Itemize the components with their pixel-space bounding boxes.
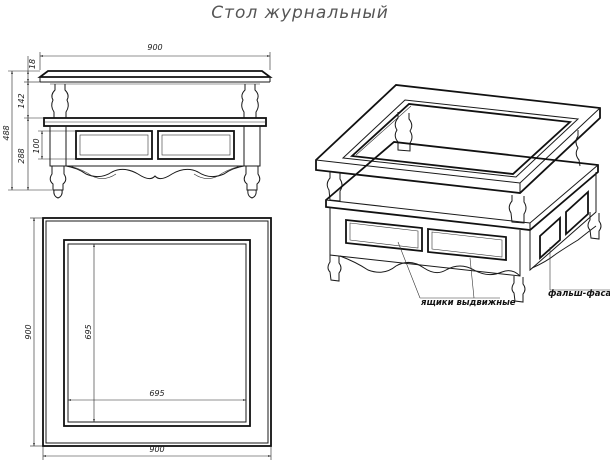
upper-leg-right bbox=[241, 84, 259, 119]
front-drawer-right bbox=[157, 130, 235, 160]
label-false-fronts: фальш-фасады bbox=[548, 289, 610, 299]
dim-glass-width: 695 bbox=[149, 389, 164, 398]
dim-glass-height: 695 bbox=[84, 324, 93, 339]
iso-drawer-right bbox=[427, 228, 507, 261]
dim-plan-height: 900 bbox=[24, 324, 33, 339]
dim-top-thickness: 18 bbox=[28, 59, 37, 69]
upper-leg-left bbox=[51, 84, 69, 119]
front-elevation: 900 488 18 142 288 100 bbox=[2, 43, 273, 199]
front-drawer-left bbox=[75, 130, 153, 160]
dim-drawer-height: 100 bbox=[32, 138, 41, 153]
drawing-title: Стол журнальный bbox=[211, 3, 389, 23]
dim-upper-gap: 142 bbox=[17, 93, 26, 108]
dim-lower-height: 288 bbox=[17, 148, 26, 163]
iso-false-front-1 bbox=[539, 215, 561, 261]
dim-top-width: 900 bbox=[147, 43, 162, 52]
plan-view: 900 900 695 695 bbox=[24, 217, 272, 460]
iso-false-front-2 bbox=[565, 189, 589, 237]
isometric-view: ящики выдвижные фальш-фасады bbox=[315, 84, 610, 308]
dim-plan-width: 900 bbox=[149, 445, 164, 454]
dim-total-height: 488 bbox=[2, 125, 11, 140]
label-drawers: ящики выдвижные bbox=[420, 298, 516, 308]
iso-drawer-left bbox=[345, 219, 423, 252]
